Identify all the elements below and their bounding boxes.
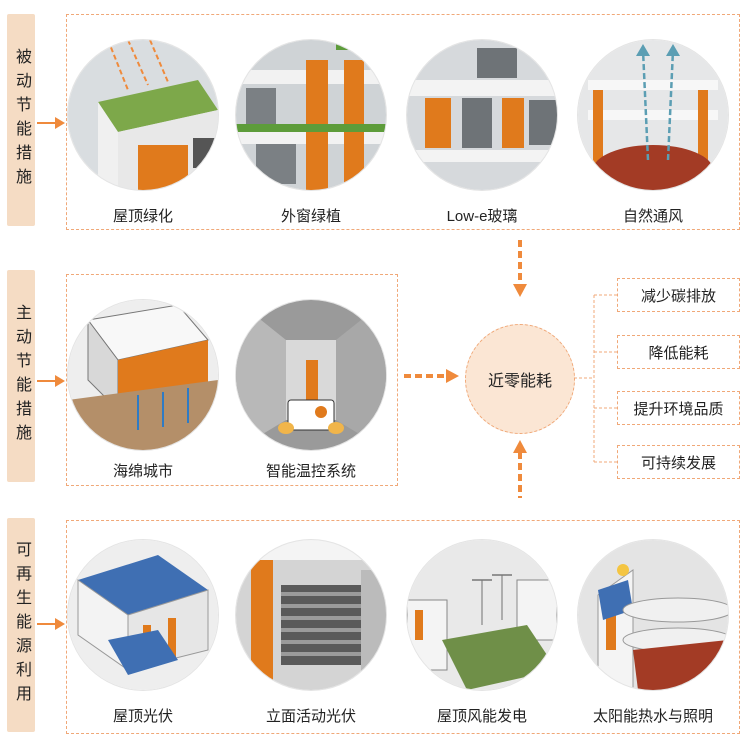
lowe-glass-icon <box>407 40 557 190</box>
outcome-box: 可持续发展 <box>617 445 740 479</box>
section-label-text: 可再生能源利用 <box>13 541 30 709</box>
arrow-right-icon <box>37 375 65 387</box>
roof-wind-icon <box>407 540 557 690</box>
sponge-city-icon <box>68 300 218 450</box>
panel-active <box>66 274 398 486</box>
item-label: 外窗绿植 <box>280 208 341 225</box>
section-label-text: 主动节能措施 <box>13 304 30 448</box>
section-label-active: 主动节能措施 <box>7 270 35 482</box>
outcome-box: 减少碳排放 <box>617 278 740 312</box>
roof-pv-icon <box>68 540 218 690</box>
arrow-right-icon <box>37 618 65 630</box>
item-label: 太阳能热水与照明 <box>592 708 713 725</box>
item-label: 屋顶光伏 <box>112 708 173 725</box>
item-label: 屋顶绿化 <box>112 208 173 225</box>
natural-ventilation-icon <box>578 40 728 190</box>
item-label: 智能温控系统 <box>265 463 356 480</box>
arrow-down-icon <box>513 240 527 297</box>
arrow-right-icon <box>37 117 65 129</box>
facade-pv-icon <box>236 540 386 690</box>
outcome-box: 降低能耗 <box>617 335 740 369</box>
roof-green-icon <box>68 40 218 190</box>
panel-renewable <box>66 520 740 734</box>
item-label: 自然通风 <box>622 208 683 225</box>
panel-passive <box>66 14 740 230</box>
arrow-up-icon <box>513 440 527 498</box>
bracket-connector <box>574 294 618 463</box>
section-label-text: 被动节能措施 <box>13 48 30 192</box>
item-label: 海绵城市 <box>112 463 173 480</box>
outcome-box: 提升环境品质 <box>617 391 740 425</box>
arrow-right-icon <box>404 369 459 383</box>
smart-control-icon <box>236 300 386 450</box>
section-label-renewable: 可再生能源利用 <box>7 518 35 732</box>
solar-lighting-icon <box>578 540 728 690</box>
center-node: 近零能耗 <box>465 324 575 434</box>
item-label: 立面活动光伏 <box>265 708 356 725</box>
item-label: Low-e玻璃 <box>446 208 518 225</box>
window-plants-icon <box>236 40 386 190</box>
item-label: 屋顶风能发电 <box>436 708 527 725</box>
section-label-passive: 被动节能措施 <box>7 14 35 226</box>
